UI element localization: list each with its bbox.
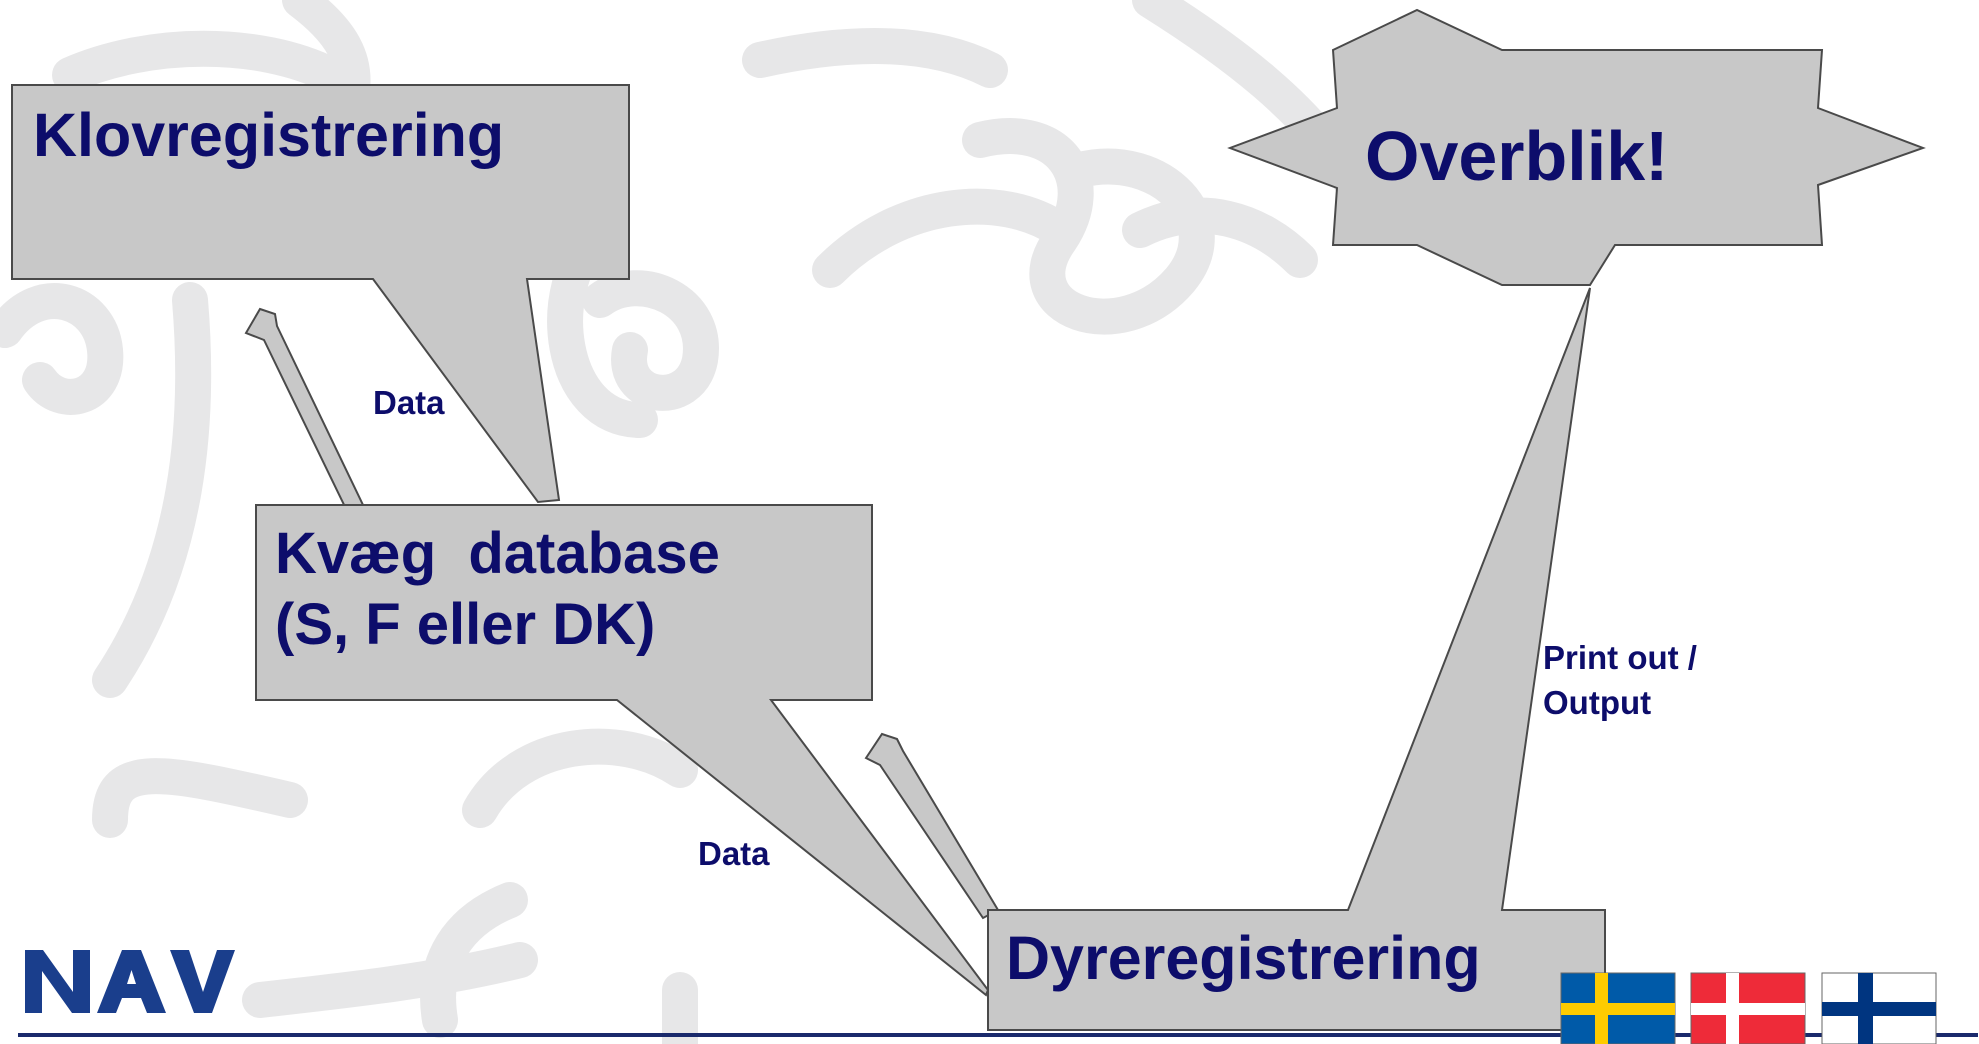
- data-label-top: Data: [373, 384, 445, 421]
- kvaeg-database-line1: Kvæg database: [275, 521, 720, 586]
- dyreregistrering-label: Dyreregistrering: [1006, 924, 1481, 992]
- overblik-star-callout: [1227, 8, 1926, 286]
- print-output-label: Print out / Output: [1543, 636, 1697, 725]
- klovregistrering-callout: [11, 84, 630, 504]
- klovregistrering-label: Klovregistrering: [33, 101, 505, 169]
- print-output-line1: Print out /: [1543, 639, 1697, 676]
- data-label-bottom: Data: [698, 835, 770, 872]
- data-arrow-up-right: [864, 732, 1000, 920]
- flag-sweden-icon: [1560, 972, 1676, 1044]
- kvaeg-database-label: Kvæg database (S, F eller DK): [275, 521, 720, 658]
- flag-denmark-icon: [1690, 972, 1806, 1044]
- print-output-line2: Output: [1543, 683, 1652, 721]
- footer-baseline: [18, 1033, 1978, 1037]
- dyreregistrering-callout: [987, 287, 1606, 1031]
- nav-logo-n-icon: [25, 950, 90, 1013]
- watermark-cow-icon: [0, 0, 1368, 1044]
- nav-logo-a-icon: [97, 950, 166, 1013]
- flag-finland-icon: [1821, 972, 1937, 1044]
- data-arrow-up-left: [244, 307, 365, 515]
- nav-logo: [25, 950, 235, 1013]
- nav-logo-v-icon: [170, 950, 235, 1013]
- overblik-label: Overblik!: [1365, 117, 1669, 195]
- kvaeg-database-line2: (S, F eller DK): [275, 591, 656, 657]
